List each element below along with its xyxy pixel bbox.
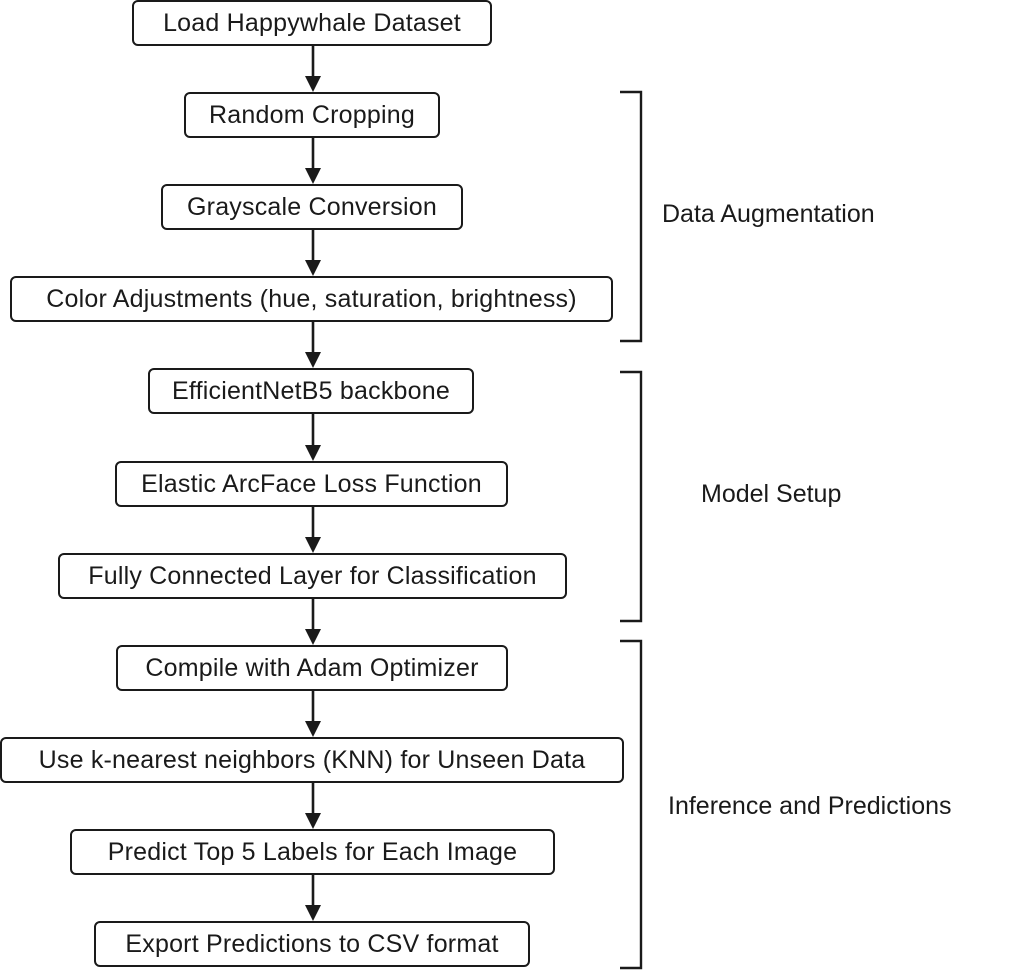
step-color-adjustments: Color Adjustments (hue, saturation, brig… xyxy=(10,276,613,322)
step-efficientnetb5-backbone: EfficientNetB5 backbone xyxy=(148,368,474,414)
step-export-predictions-csv: Export Predictions to CSV format xyxy=(94,921,530,967)
arrow-10-11 xyxy=(305,875,321,921)
step-fully-connected-layer: Fully Connected Layer for Classification xyxy=(58,553,567,599)
bracket-inference-and-predictions xyxy=(620,639,643,970)
bracket-model-setup xyxy=(620,370,643,623)
arrow-5-6 xyxy=(305,414,321,461)
arrow-6-7 xyxy=(305,507,321,553)
step-load-happywhale-dataset: Load Happywhale Dataset xyxy=(132,0,492,46)
arrow-1-2 xyxy=(305,46,321,92)
arrow-8-9 xyxy=(305,691,321,737)
step-grayscale-conversion: Grayscale Conversion xyxy=(161,184,463,230)
group-label-data-augmentation: Data Augmentation xyxy=(662,200,875,228)
group-label-model-setup: Model Setup xyxy=(701,480,842,508)
arrow-9-10 xyxy=(305,783,321,829)
group-label-inference-and-predictions: Inference and Predictions xyxy=(668,792,952,820)
step-random-cropping: Random Cropping xyxy=(184,92,440,138)
arrow-2-3 xyxy=(305,138,321,184)
arrow-4-5 xyxy=(305,322,321,368)
arrow-7-8 xyxy=(305,599,321,645)
bracket-data-augmentation xyxy=(620,90,643,343)
step-knn-unseen-data: Use k-nearest neighbors (KNN) for Unseen… xyxy=(0,737,624,783)
arrow-3-4 xyxy=(305,230,321,276)
step-predict-top-5-labels: Predict Top 5 Labels for Each Image xyxy=(70,829,555,875)
step-elastic-arcface-loss: Elastic ArcFace Loss Function xyxy=(115,461,508,507)
step-compile-adam-optimizer: Compile with Adam Optimizer xyxy=(116,645,508,691)
